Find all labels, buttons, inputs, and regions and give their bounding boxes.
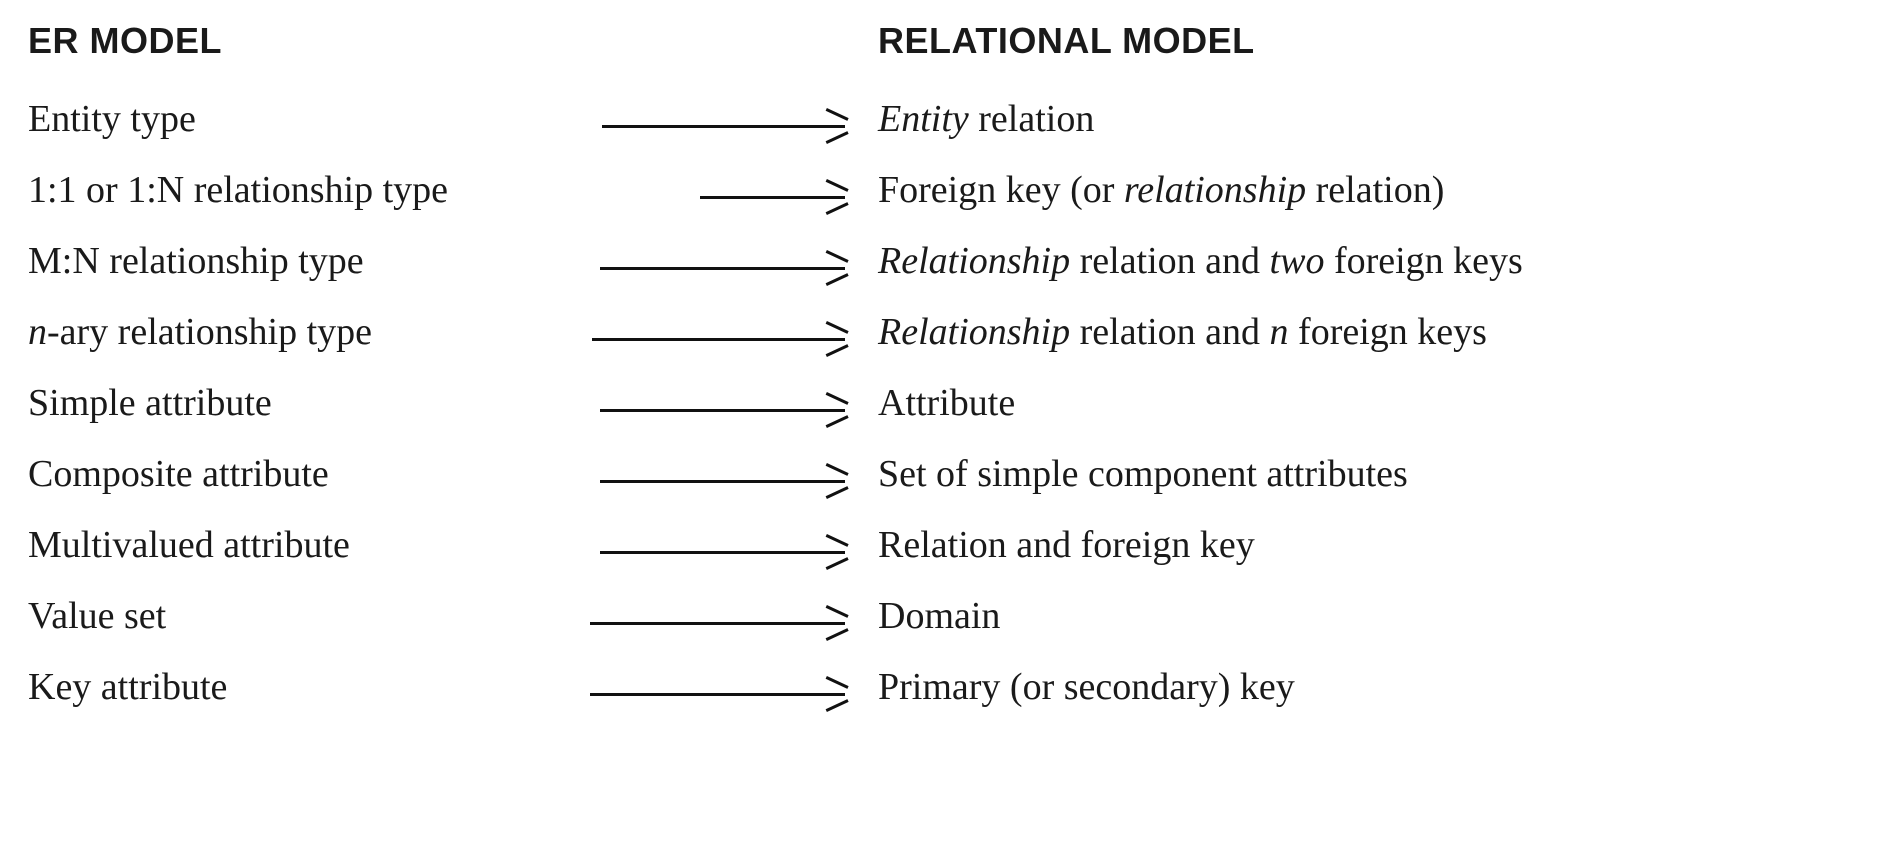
column-headers: ER MODEL RELATIONAL MODEL (0, 18, 1888, 74)
arrow-head (824, 684, 846, 704)
arrow-head (824, 329, 846, 349)
mapping-row: Value set Domain (0, 583, 1888, 654)
er-model-term: 1:1 or 1:N relationship type (28, 169, 449, 211)
relational-model-term: Relationship relation and two foreign ke… (878, 240, 1523, 282)
er-model-term: Multivalued attribute (28, 524, 350, 566)
arrow-shaft (600, 480, 845, 483)
relational-model-column-header: RELATIONAL MODEL (878, 20, 1255, 61)
arrow-head (824, 400, 846, 420)
relational-model-term: Foreign key (or relationship relation) (878, 169, 1445, 211)
relational-model-term: Relation and foreign key (878, 524, 1255, 566)
maps-to-arrow-icon (600, 542, 845, 562)
arrow-shaft (590, 693, 845, 696)
arrow-shaft (600, 551, 845, 554)
maps-to-arrow-icon (600, 400, 845, 420)
er-model-column-header: ER MODEL (28, 20, 223, 61)
maps-to-arrow-icon (600, 471, 845, 491)
maps-to-arrow-icon (600, 258, 845, 278)
arrow-shaft (600, 409, 845, 412)
er-model-term: Value set (28, 595, 167, 637)
mapping-row: Multivalued attribute Relation and foreig… (0, 512, 1888, 583)
relational-model-term: Domain (878, 595, 1001, 637)
relational-model-term: Attribute (878, 382, 1016, 424)
er-model-term: M:N relationship type (28, 240, 364, 282)
mapping-row: Entity type Entity relation (0, 86, 1888, 157)
mapping-rows: Entity type Entity relation 1:1 or 1:N rel… (0, 86, 1888, 725)
mapping-row: 1:1 or 1:N relationship type Foreign key … (0, 157, 1888, 228)
arrow-shaft (590, 622, 845, 625)
arrow-head (824, 542, 846, 562)
maps-to-arrow-icon (602, 116, 845, 136)
arrow-head (824, 471, 846, 491)
arrow-head (824, 258, 846, 278)
er-model-term: n-ary relationship type (28, 311, 373, 353)
er-model-term: Composite attribute (28, 453, 329, 495)
maps-to-arrow-icon (590, 613, 845, 633)
arrow-shaft (600, 267, 845, 270)
er-model-term: Key attribute (28, 666, 228, 708)
maps-to-arrow-icon (590, 684, 845, 704)
maps-to-arrow-icon (592, 329, 845, 349)
er-model-term: Entity type (28, 98, 196, 140)
arrow-head (824, 613, 846, 633)
arrow-head (824, 116, 846, 136)
arrow-shaft (592, 338, 845, 341)
relational-model-term: Primary (or secondary) key (878, 666, 1295, 708)
arrow-head (824, 187, 846, 207)
relational-model-term: Entity relation (878, 98, 1095, 140)
maps-to-arrow-icon (700, 187, 845, 207)
arrow-shaft (700, 196, 845, 199)
mapping-row: n-ary relationship type Relationship rela… (0, 299, 1888, 370)
relational-model-term: Relationship relation and n foreign keys (878, 311, 1487, 353)
relational-model-term: Set of simple component attributes (878, 453, 1408, 495)
mapping-row: Simple attribute Attribute (0, 370, 1888, 441)
mapping-row: M:N relationship type Relationship relati… (0, 228, 1888, 299)
er-model-term: Simple attribute (28, 382, 272, 424)
arrow-shaft (602, 125, 845, 128)
mapping-row: Composite attribute Set of simple compone… (0, 441, 1888, 512)
mapping-row: Key attribute Primary (or secondary) key (0, 654, 1888, 725)
